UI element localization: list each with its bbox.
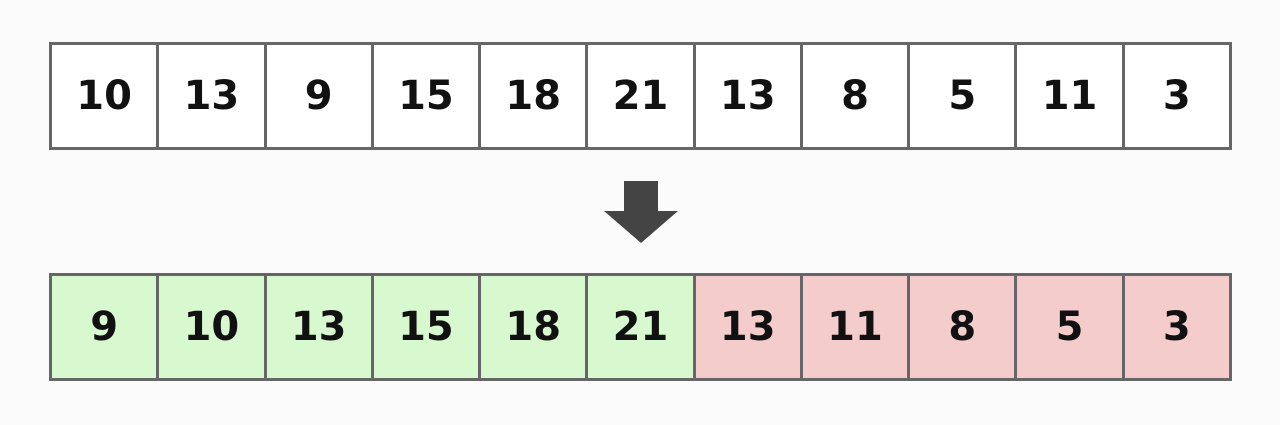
original-array-cell: 5 xyxy=(907,45,1015,147)
result-array-cell: 8 xyxy=(907,276,1015,378)
original-array-cell: 3 xyxy=(1121,45,1229,147)
original-array-cell: 9 xyxy=(263,45,371,147)
result-array-cell: 21 xyxy=(585,276,693,378)
original-array-cell: 8 xyxy=(799,45,908,147)
result-array-cell: 18 xyxy=(478,276,586,378)
original-array-cell: 18 xyxy=(478,45,586,147)
result-array-cell: 13 xyxy=(263,276,371,378)
arrow-down-icon xyxy=(604,181,678,243)
result-array-cell: 5 xyxy=(1014,276,1122,378)
result-array-cell: 10 xyxy=(156,276,264,378)
original-array-cell: 10 xyxy=(52,45,157,147)
original-array-cell: 21 xyxy=(585,45,693,147)
result-array-cell: 13 xyxy=(692,276,800,378)
original-array-cell: 15 xyxy=(370,45,479,147)
result-array-cell: 15 xyxy=(370,276,479,378)
result-array-cell: 3 xyxy=(1121,276,1229,378)
original-array-cell: 13 xyxy=(692,45,800,147)
result-array-cell: 11 xyxy=(799,276,908,378)
original-array-cell: 13 xyxy=(156,45,264,147)
original-array-cell: 11 xyxy=(1014,45,1122,147)
result-array-cell: 9 xyxy=(52,276,157,378)
